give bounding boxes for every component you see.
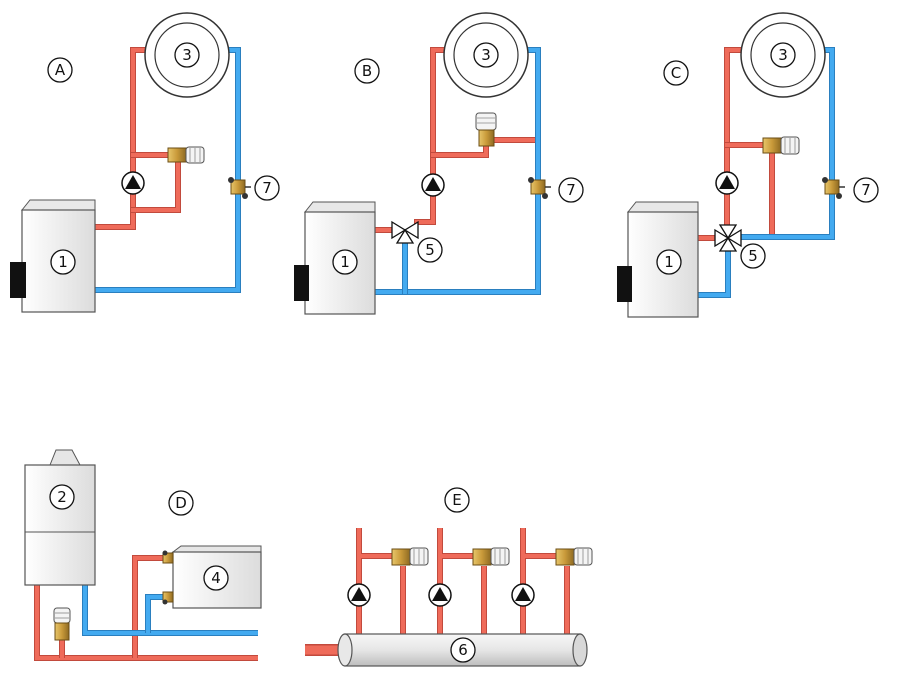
balancing-valve-icon [528,177,551,199]
pump-icon [511,583,535,607]
supply-pipe [34,555,258,661]
scheme-letter: A [55,61,66,79]
riser-group [520,528,570,640]
heater-number: 3 [481,46,491,64]
water-heater: 3 [443,12,529,98]
mixer-number: 5 [425,241,435,259]
scheme-letter: E [452,491,461,509]
riser-group [437,528,487,640]
heater-number: 3 [778,46,788,64]
valve-number: 7 [262,179,272,197]
return-pipe [372,47,541,295]
scheme-c: 3 1 5 [617,12,879,318]
radiator-number: 4 [211,569,221,587]
boiler-number: 2 [57,488,67,506]
manifold-number: 6 [458,641,468,659]
return-pipe [82,585,258,636]
scheme-letter: D [175,494,187,512]
manifold: 6 [337,633,588,667]
pump-icon [121,171,145,195]
scheme-e: 6 [305,487,593,667]
heater-number: 3 [182,46,192,64]
radiator: 4 [171,545,262,609]
boiler-number: 1 [664,253,674,271]
thermostatic-valve-icon [167,146,205,164]
lockshield-valve-icon [162,591,174,605]
thermostatic-valve-icon [391,547,429,566]
radiator-valve-icon [162,550,174,564]
mixing-valve-icon [391,220,419,244]
scheme-letter: C [671,64,681,82]
boiler-number: 1 [58,253,68,271]
balancing-valve-icon [822,177,845,199]
pump-icon [421,173,445,197]
burner-block [294,265,309,301]
thermostatic-valve-icon [475,112,497,147]
scheme-letter: B [362,62,372,80]
thermostatic-valve-icon [762,136,800,155]
thermostatic-valve-icon [53,607,71,641]
pump-icon [715,171,739,195]
boiler-number: 1 [340,253,350,271]
scheme-d: 2 4 D [24,449,262,661]
burner-block [617,266,632,302]
valve-number: 7 [566,181,576,199]
riser-group [356,528,406,640]
balancing-valve-icon [228,177,251,199]
supply-pipe [92,47,181,230]
water-heater: 3 [740,12,826,98]
water-heater: 3 [144,12,230,98]
scheme-a: 3 1 7 [10,12,280,313]
burner-block [10,262,26,298]
thermostatic-valve-icon [555,547,593,566]
scheme-b: 3 1 5 [294,12,584,315]
pump-icon [347,583,371,607]
mixing-valve-icon [714,224,742,252]
boiler: 1 [617,201,699,318]
pump-icon [428,583,452,607]
valve-number: 7 [861,181,871,199]
mixer-number: 5 [748,247,758,265]
boiler: 1 [294,201,376,315]
thermostatic-valve-icon [472,547,510,566]
wall-boiler: 2 [24,449,96,586]
boiler: 1 [10,199,96,313]
